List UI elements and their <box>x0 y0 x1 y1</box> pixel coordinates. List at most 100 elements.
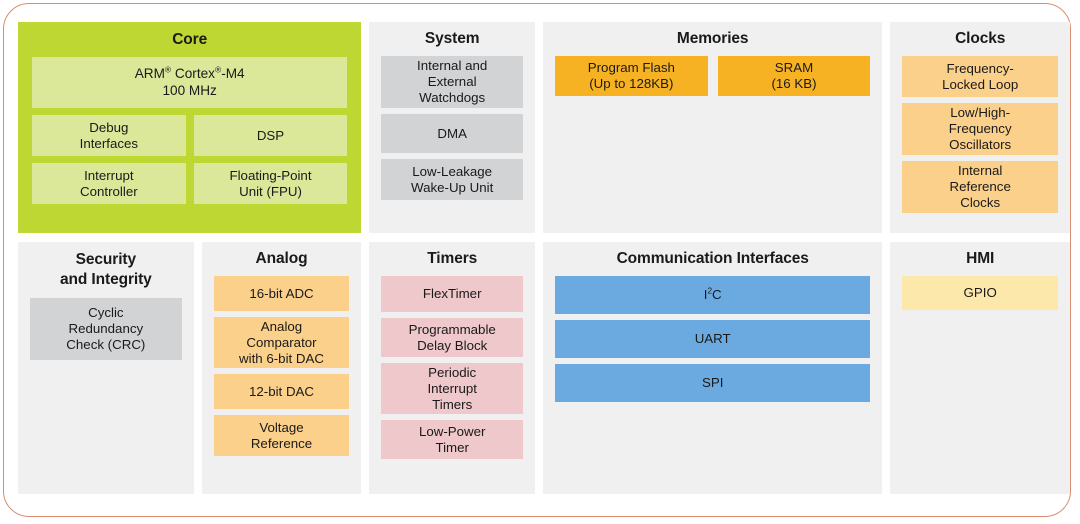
clocks-blocks: Frequency- Locked Loop Low/High- Frequen… <box>902 56 1059 214</box>
block-label-line1: Internal <box>958 163 1003 179</box>
block-arm-cortex-m4: ARM® Cortex®-M4 100 MHz <box>32 57 348 109</box>
block-label-line1: Debug <box>89 119 129 135</box>
block-label-line2: Unit (FPU) <box>239 183 302 199</box>
block-oscillators: Low/High- Frequency Oscillators <box>902 103 1059 156</box>
block-label-base: UART <box>694 331 731 347</box>
cpu-name-prefix: ARM <box>134 66 165 82</box>
block-uart: UART <box>555 320 871 359</box>
panel-title-analog: Analog <box>255 250 308 267</box>
block-16-bit-adc: 16-bit ADC <box>213 276 350 312</box>
block-label-line2: Delay Block <box>417 337 488 353</box>
block-label-line2: Wake-Up Unit <box>411 179 494 195</box>
security-blocks: Cyclic Redundancy Check (CRC) <box>30 298 182 361</box>
core-subblocks: Debug Interfaces Interrupt Controller <box>32 115 348 205</box>
block-label-tail: C <box>712 287 722 303</box>
communication-blocks: I2C UART SPI <box>555 276 871 403</box>
panel-title-memories: Memories <box>676 30 749 47</box>
block-label-line2: Comparator <box>246 334 317 350</box>
timers-blocks: FlexTimer Programmable Delay Block Perio… <box>381 276 524 460</box>
block-label-line2: Interrupt <box>427 380 477 396</box>
block-12-bit-dac: 12-bit DAC <box>213 374 350 410</box>
diagram-frame: Core ARM® Cortex®-M4 100 MHz Debug Inter… <box>3 3 1071 517</box>
block-label-line2: Frequency <box>948 121 1012 137</box>
block-label-line3: Timers <box>432 396 473 412</box>
panel-analog: Analog 16-bit ADC Analog Comparator with… <box>201 242 362 494</box>
panel-communication-interfaces: Communication Interfaces I2C UART <box>543 242 883 494</box>
core-column-right: DSP Floating-Point Unit (FPU) <box>193 115 348 205</box>
block-watchdogs: Internal and External Watchdogs <box>381 56 524 109</box>
panel-title-line1: Security <box>75 251 137 268</box>
block-label-line1: Programmable <box>408 321 496 337</box>
block-label-superscript: 2 <box>707 286 713 296</box>
panel-core: Core ARM® Cortex®-M4 100 MHz Debug Inter… <box>18 22 362 233</box>
block-label-line1: Voltage <box>259 419 304 435</box>
panel-title-hmi: HMI <box>966 250 995 267</box>
hmi-blocks: GPIO <box>902 276 1058 311</box>
block-gpio: GPIO <box>902 276 1058 311</box>
block-label-line3: with 6-bit DAC <box>239 350 324 366</box>
core-column-left: Debug Interfaces Interrupt Controller <box>32 115 186 205</box>
panel-title-core: Core <box>172 31 208 48</box>
panel-title-timers: Timers <box>427 250 478 267</box>
block-label-base: I <box>703 287 708 303</box>
block-label-line1: Low-Leakage <box>412 163 493 179</box>
analog-blocks: 16-bit ADC Analog Comparator with 6-bit … <box>213 276 350 457</box>
block-label-line3: Watchdogs <box>419 90 486 106</box>
block-label-line1: Low-Power <box>418 423 486 439</box>
block-debug-interfaces: Debug Interfaces <box>32 115 186 157</box>
panel-title-system: System <box>424 30 480 47</box>
block-analog-comparator: Analog Comparator with 6-bit DAC <box>213 317 350 369</box>
block-label-line2: Interfaces <box>79 135 139 151</box>
memories-blocks: Program Flash (Up to 128KB) SRAM (16 KB) <box>555 56 871 97</box>
block-label-line1: Cyclic <box>88 305 124 321</box>
block-label-line1: DMA <box>437 125 467 141</box>
cpu-name-suffix: -M4 <box>221 66 245 82</box>
block-label-line1: Interrupt <box>84 167 134 183</box>
panel-security-and-integrity: Security and Integrity Cyclic Redundancy… <box>18 242 194 494</box>
block-label-line1: Program Flash <box>587 60 675 76</box>
block-sram: SRAM (16 KB) <box>717 56 871 97</box>
block-label-line1: GPIO <box>963 285 997 301</box>
block-periodic-interrupt-timers: Periodic Interrupt Timers <box>381 363 524 415</box>
panel-title-security: Security and Integrity <box>30 250 182 290</box>
block-diagram-grid: Core ARM® Cortex®-M4 100 MHz Debug Inter… <box>18 22 1071 494</box>
block-label-line1: Frequency- <box>946 60 1014 76</box>
block-voltage-reference: Voltage Reference <box>213 415 350 457</box>
panel-title-line2: and Integrity <box>59 271 152 289</box>
block-label-line1: 12-bit DAC <box>248 383 315 399</box>
block-internal-reference-clocks: Internal Reference Clocks <box>902 161 1059 214</box>
block-label-line2: (16 KB) <box>771 76 817 92</box>
cpu-name-mid: Cortex <box>171 66 215 82</box>
block-label-line2: Reference <box>949 179 1011 195</box>
block-label-line3: Clocks <box>960 195 1001 211</box>
block-dma: DMA <box>381 114 524 154</box>
block-label-line2: Timer <box>435 439 469 455</box>
diagram-row-bottom: Security and Integrity Cyclic Redundancy… <box>18 242 1070 494</box>
panel-system: System Internal and External Watchdogs D… <box>369 22 536 233</box>
block-dsp: DSP <box>193 115 348 157</box>
block-i2c: I2C <box>555 276 871 315</box>
diagram-row-top: Core ARM® Cortex®-M4 100 MHz Debug Inter… <box>18 22 1071 233</box>
block-label-line2: External <box>427 74 477 90</box>
block-label-line2: Locked Loop <box>942 76 1019 92</box>
block-cyclic-redundancy-check: Cyclic Redundancy Check (CRC) <box>30 298 182 361</box>
panel-title-clocks: Clocks <box>955 30 1006 47</box>
block-label-line1: FlexTimer <box>422 286 482 302</box>
block-label-line3: Oscillators <box>949 137 1012 153</box>
block-frequency-locked-loop: Frequency- Locked Loop <box>902 56 1059 98</box>
block-label-line1: SRAM <box>774 60 814 76</box>
block-label-line2: Reference <box>250 435 313 451</box>
block-program-flash: Program Flash (Up to 128KB) <box>555 56 708 97</box>
block-label-line1: Periodic <box>428 364 477 380</box>
block-spi: SPI <box>555 364 871 403</box>
block-label-line3: Check (CRC) <box>66 337 146 353</box>
block-interrupt-controller: Interrupt Controller <box>32 163 186 205</box>
block-label-line1: Analog <box>260 318 303 334</box>
block-label-line2: (Up to 128KB) <box>589 76 674 92</box>
block-label-line1: DSP <box>256 127 285 143</box>
block-label-line1: Low/High- <box>950 105 1011 121</box>
system-blocks: Internal and External Watchdogs DMA Low-… <box>381 56 524 201</box>
block-flextimer: FlexTimer <box>381 276 524 313</box>
block-low-power-timer: Low-Power Timer <box>381 420 524 460</box>
block-label-line2: Controller <box>80 183 138 199</box>
